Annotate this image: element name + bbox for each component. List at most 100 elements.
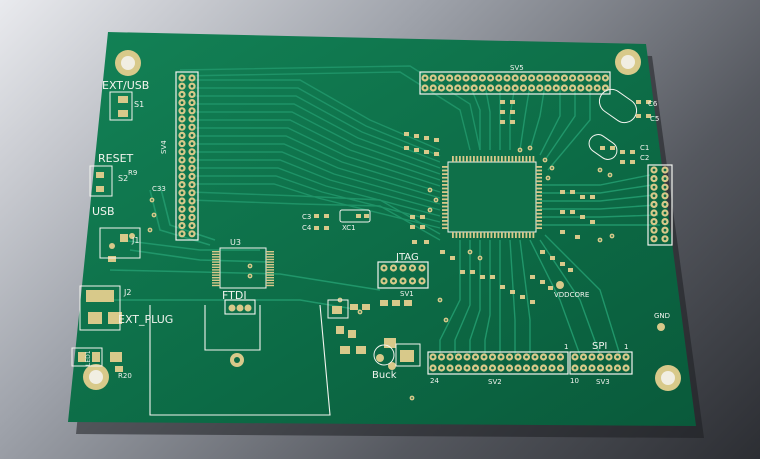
smd-pad	[548, 286, 553, 290]
label-c2: C2	[640, 154, 649, 162]
smd-pad	[560, 210, 565, 214]
smd-pad	[324, 214, 329, 218]
label-s2: S2	[118, 174, 128, 183]
label-sv2: SV2	[488, 378, 502, 386]
smd-pad	[314, 214, 319, 218]
smd-pad	[600, 146, 605, 150]
smd-pad	[440, 250, 445, 254]
smd-pad	[510, 100, 515, 104]
mounting-holes	[83, 49, 681, 391]
smd-pad	[646, 100, 651, 104]
pcb-board	[68, 32, 696, 426]
usb-connector-pads	[228, 304, 252, 367]
left-edge-parts	[78, 96, 135, 372]
smd-pad	[630, 160, 635, 164]
smd-pad	[424, 240, 429, 244]
smd-pad	[356, 214, 361, 218]
header-jtag	[380, 264, 426, 285]
smd-pad	[412, 240, 417, 244]
smd-pad	[540, 280, 545, 284]
smd-pad	[560, 190, 565, 194]
smd-pad	[490, 275, 495, 279]
smd-pad	[424, 136, 429, 140]
label-pin1-sv3: 1	[624, 343, 628, 351]
label-sv4: SV4	[160, 140, 168, 154]
smd-pad	[636, 114, 641, 118]
label-sv3: SV3	[596, 378, 610, 386]
header-right	[650, 166, 669, 243]
smd-pad	[560, 262, 565, 266]
label-ext-usb: EXT/USB	[102, 79, 149, 92]
header-sv5	[421, 74, 610, 92]
smd-pad	[500, 120, 505, 124]
left-edge-outlines	[71, 91, 141, 367]
smd-pad	[570, 190, 575, 194]
smd-pad	[568, 268, 573, 272]
header-sv4	[178, 74, 196, 238]
smd-pad	[434, 152, 439, 156]
smd-pads	[314, 100, 651, 304]
label-ftdi: FTDI	[222, 289, 247, 302]
smd-pad	[470, 270, 475, 274]
smd-pad	[450, 256, 455, 260]
smd-pad	[480, 275, 485, 279]
smd-pad	[646, 114, 651, 118]
label-c6: C6	[648, 100, 658, 108]
smd-pad	[500, 100, 505, 104]
smd-pad	[500, 285, 505, 289]
smd-pad	[460, 270, 465, 274]
smd-pad	[510, 290, 515, 294]
smd-pad	[410, 225, 415, 229]
main-chip-footprint	[442, 156, 542, 238]
smd-pad	[510, 110, 515, 114]
smd-pad	[414, 134, 419, 138]
buck-area	[327, 299, 421, 370]
smd-pad	[620, 150, 625, 154]
smd-pad	[580, 215, 585, 219]
smd-pad	[590, 220, 595, 224]
label-gnd: GND	[654, 312, 670, 320]
smd-pad	[570, 210, 575, 214]
smd-pad	[575, 235, 580, 239]
smd-pad	[580, 195, 585, 199]
smd-pad	[420, 215, 425, 219]
label-jtag: JTAG	[395, 252, 419, 263]
smd-pad	[530, 275, 535, 279]
label-s1: S1	[134, 100, 144, 109]
smd-pad	[314, 226, 319, 230]
header-sv3	[571, 353, 630, 372]
label-c4: C4	[302, 224, 312, 232]
label-pin1-sv2: 1	[564, 343, 568, 351]
label-c33: C33	[152, 185, 166, 193]
smd-pad	[550, 256, 555, 260]
label-sv5: SV5	[510, 64, 524, 72]
vddcore-testpoint	[556, 281, 564, 289]
label-xc1: XC1	[342, 224, 356, 232]
label-c3: C3	[302, 213, 311, 221]
smd-pad	[404, 146, 409, 150]
vias	[147, 145, 615, 401]
label-c5: C5	[650, 115, 659, 123]
smd-pad	[520, 295, 525, 299]
smd-pad	[560, 230, 565, 234]
label-spi: SPI	[592, 341, 607, 352]
header-sv2	[429, 353, 565, 372]
label-buck: Buck	[372, 370, 397, 381]
smd-pad	[434, 138, 439, 142]
smd-pad	[510, 120, 515, 124]
smd-pad	[620, 160, 625, 164]
label-u3: U3	[230, 238, 241, 247]
trace-bus-right	[540, 174, 660, 226]
smd-pad	[420, 225, 425, 229]
label-j1: J1	[131, 236, 139, 245]
smd-pad	[414, 148, 419, 152]
label-r9: R9	[128, 169, 137, 177]
label-pin10: 10	[570, 377, 579, 385]
smd-pad	[424, 150, 429, 154]
usb-connector-outline	[149, 299, 331, 416]
silkscreen-labels: EXT/USB S1 RESET S2 R9 C33 USB J1 SV4 U3…	[85, 64, 670, 386]
label-ext-plug: EXT_PLUG	[118, 313, 173, 326]
smd-pad	[530, 300, 535, 304]
smd-pad	[500, 110, 505, 114]
smd-pad	[630, 150, 635, 154]
